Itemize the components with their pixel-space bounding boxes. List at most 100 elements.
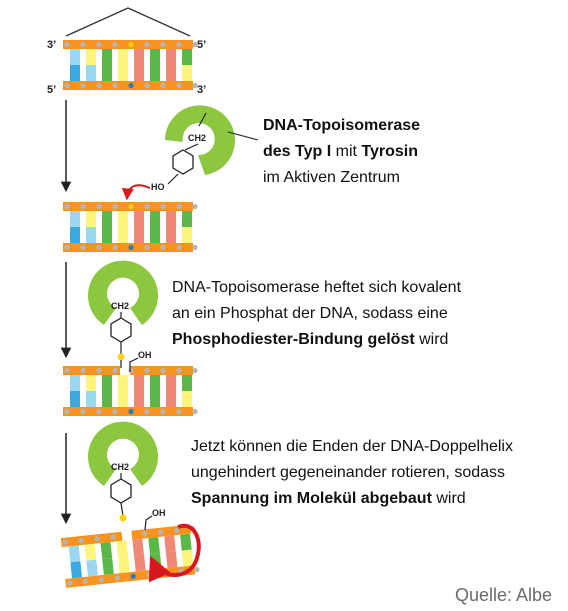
base-bottom (134, 227, 144, 243)
backbone-top (63, 202, 193, 211)
phosphate-dot (80, 244, 86, 251)
phosphate-dot (64, 408, 70, 415)
phosphate-dot (64, 367, 70, 374)
tyrosine-ring-icon (172, 149, 194, 175)
phosphate-dot (110, 534, 116, 540)
base-top (116, 540, 129, 558)
caption-step-3-bold: Spannung im Molekül abgebaut (191, 490, 432, 507)
ch2-label: CH2 (111, 462, 129, 472)
base-top (86, 211, 96, 227)
backbone-top (63, 40, 193, 49)
base-bottom (166, 391, 176, 407)
phosphate-bond-dot (119, 514, 127, 522)
base-bottom (70, 391, 80, 407)
enzyme-shape (87, 421, 158, 486)
tyrosine-ring-icon (110, 478, 132, 504)
caption-pointer (227, 131, 259, 141)
phosphate-dot (176, 41, 182, 48)
base-bottom (182, 391, 192, 407)
base-bottom (134, 65, 144, 81)
phosphate-dot (82, 578, 89, 584)
base-bottom (134, 391, 144, 407)
dna-segment-rotating (60, 524, 200, 588)
phosphate-dot (80, 367, 86, 374)
phosphate-dot (114, 575, 120, 581)
backbone-bottom (63, 81, 193, 90)
base-bottom (118, 556, 130, 574)
phosphate-dot (142, 531, 148, 537)
phosphate-dot (128, 244, 134, 251)
helix-outline (65, 7, 191, 37)
phosphate-dot (192, 244, 198, 251)
base-top (102, 375, 112, 391)
strand-end-top-right: 5’ (197, 39, 206, 51)
phosphate-dot (192, 408, 198, 415)
phosphate-dot (192, 82, 198, 89)
enzyme-shape (165, 105, 235, 175)
phosphate-dot (192, 367, 198, 374)
base-top (182, 211, 192, 227)
base-bottom (70, 227, 80, 243)
base-bottom (102, 227, 112, 243)
base-bottom (86, 559, 98, 577)
base-top (70, 375, 80, 391)
phosphate-dot (160, 408, 166, 415)
base-top (86, 49, 96, 65)
ch2-label: CH2 (111, 301, 129, 311)
strand-end-bottom-right: 3’ (197, 84, 206, 96)
phosphate-dot (176, 408, 182, 415)
caption-step-2-line-2: an ein Phosphat der DNA, sodass eine (172, 305, 448, 322)
phosphate-dot (144, 203, 150, 210)
ring-link (184, 143, 199, 151)
phosphate-dot (112, 41, 118, 48)
base-top (132, 538, 144, 556)
oh-link (144, 515, 153, 531)
oh-label: OH (138, 350, 152, 360)
phosphate-dot (64, 203, 70, 210)
phosphate-dot (160, 367, 166, 374)
base-bottom (86, 65, 96, 81)
phosphate-dot (160, 203, 166, 210)
base-bottom (150, 65, 160, 81)
phosphate-dot (78, 537, 84, 544)
caption-step-3-line-1: Jetzt können die Enden der DNA-Doppelhel… (191, 438, 513, 455)
base-top (100, 542, 113, 559)
phosphate-dot (96, 367, 102, 374)
rotation-arrow-icon (148, 523, 201, 583)
base-top (166, 375, 176, 391)
oh-link (167, 173, 179, 185)
phosphate-dot (144, 82, 150, 89)
base-bottom (150, 227, 160, 243)
ho-label: HO (151, 182, 165, 192)
backbone-top-left (63, 366, 120, 375)
phosphate-dot (96, 244, 102, 251)
caption-step-3-line-2: ungehindert gegeneinander rotieren, soda… (191, 464, 506, 481)
caption-step-1-bold-a: des Typ I (263, 143, 332, 160)
dna-segment-nicked (63, 366, 198, 416)
base-top (118, 375, 128, 391)
tyrosine-ring-icon (110, 317, 132, 343)
phosphate-dot (112, 408, 118, 415)
oh-link (129, 357, 139, 372)
phosphate-dot (94, 536, 100, 542)
base-bottom (86, 391, 96, 407)
phosphate-dot (128, 203, 134, 210)
topoisomerase-enzyme-3: CH2 OH (87, 421, 201, 583)
phosphate-dot (96, 41, 102, 48)
base-bottom (86, 227, 96, 243)
base-bottom (182, 227, 192, 243)
backbone-bottom (63, 243, 193, 252)
phosphate-dot (112, 244, 118, 251)
base-top (134, 211, 144, 227)
base-top (150, 49, 160, 65)
phosphate-dot (66, 580, 73, 586)
base-top (166, 49, 176, 65)
enzyme-shape (87, 260, 158, 325)
phosphate-dot (174, 527, 180, 534)
phosphate-dot (128, 82, 134, 89)
base-bottom (165, 551, 178, 569)
attack-arrow-icon (121, 184, 151, 201)
phosphate-dot (80, 82, 86, 89)
phosphate-dot (160, 244, 166, 251)
base-top (86, 375, 96, 391)
